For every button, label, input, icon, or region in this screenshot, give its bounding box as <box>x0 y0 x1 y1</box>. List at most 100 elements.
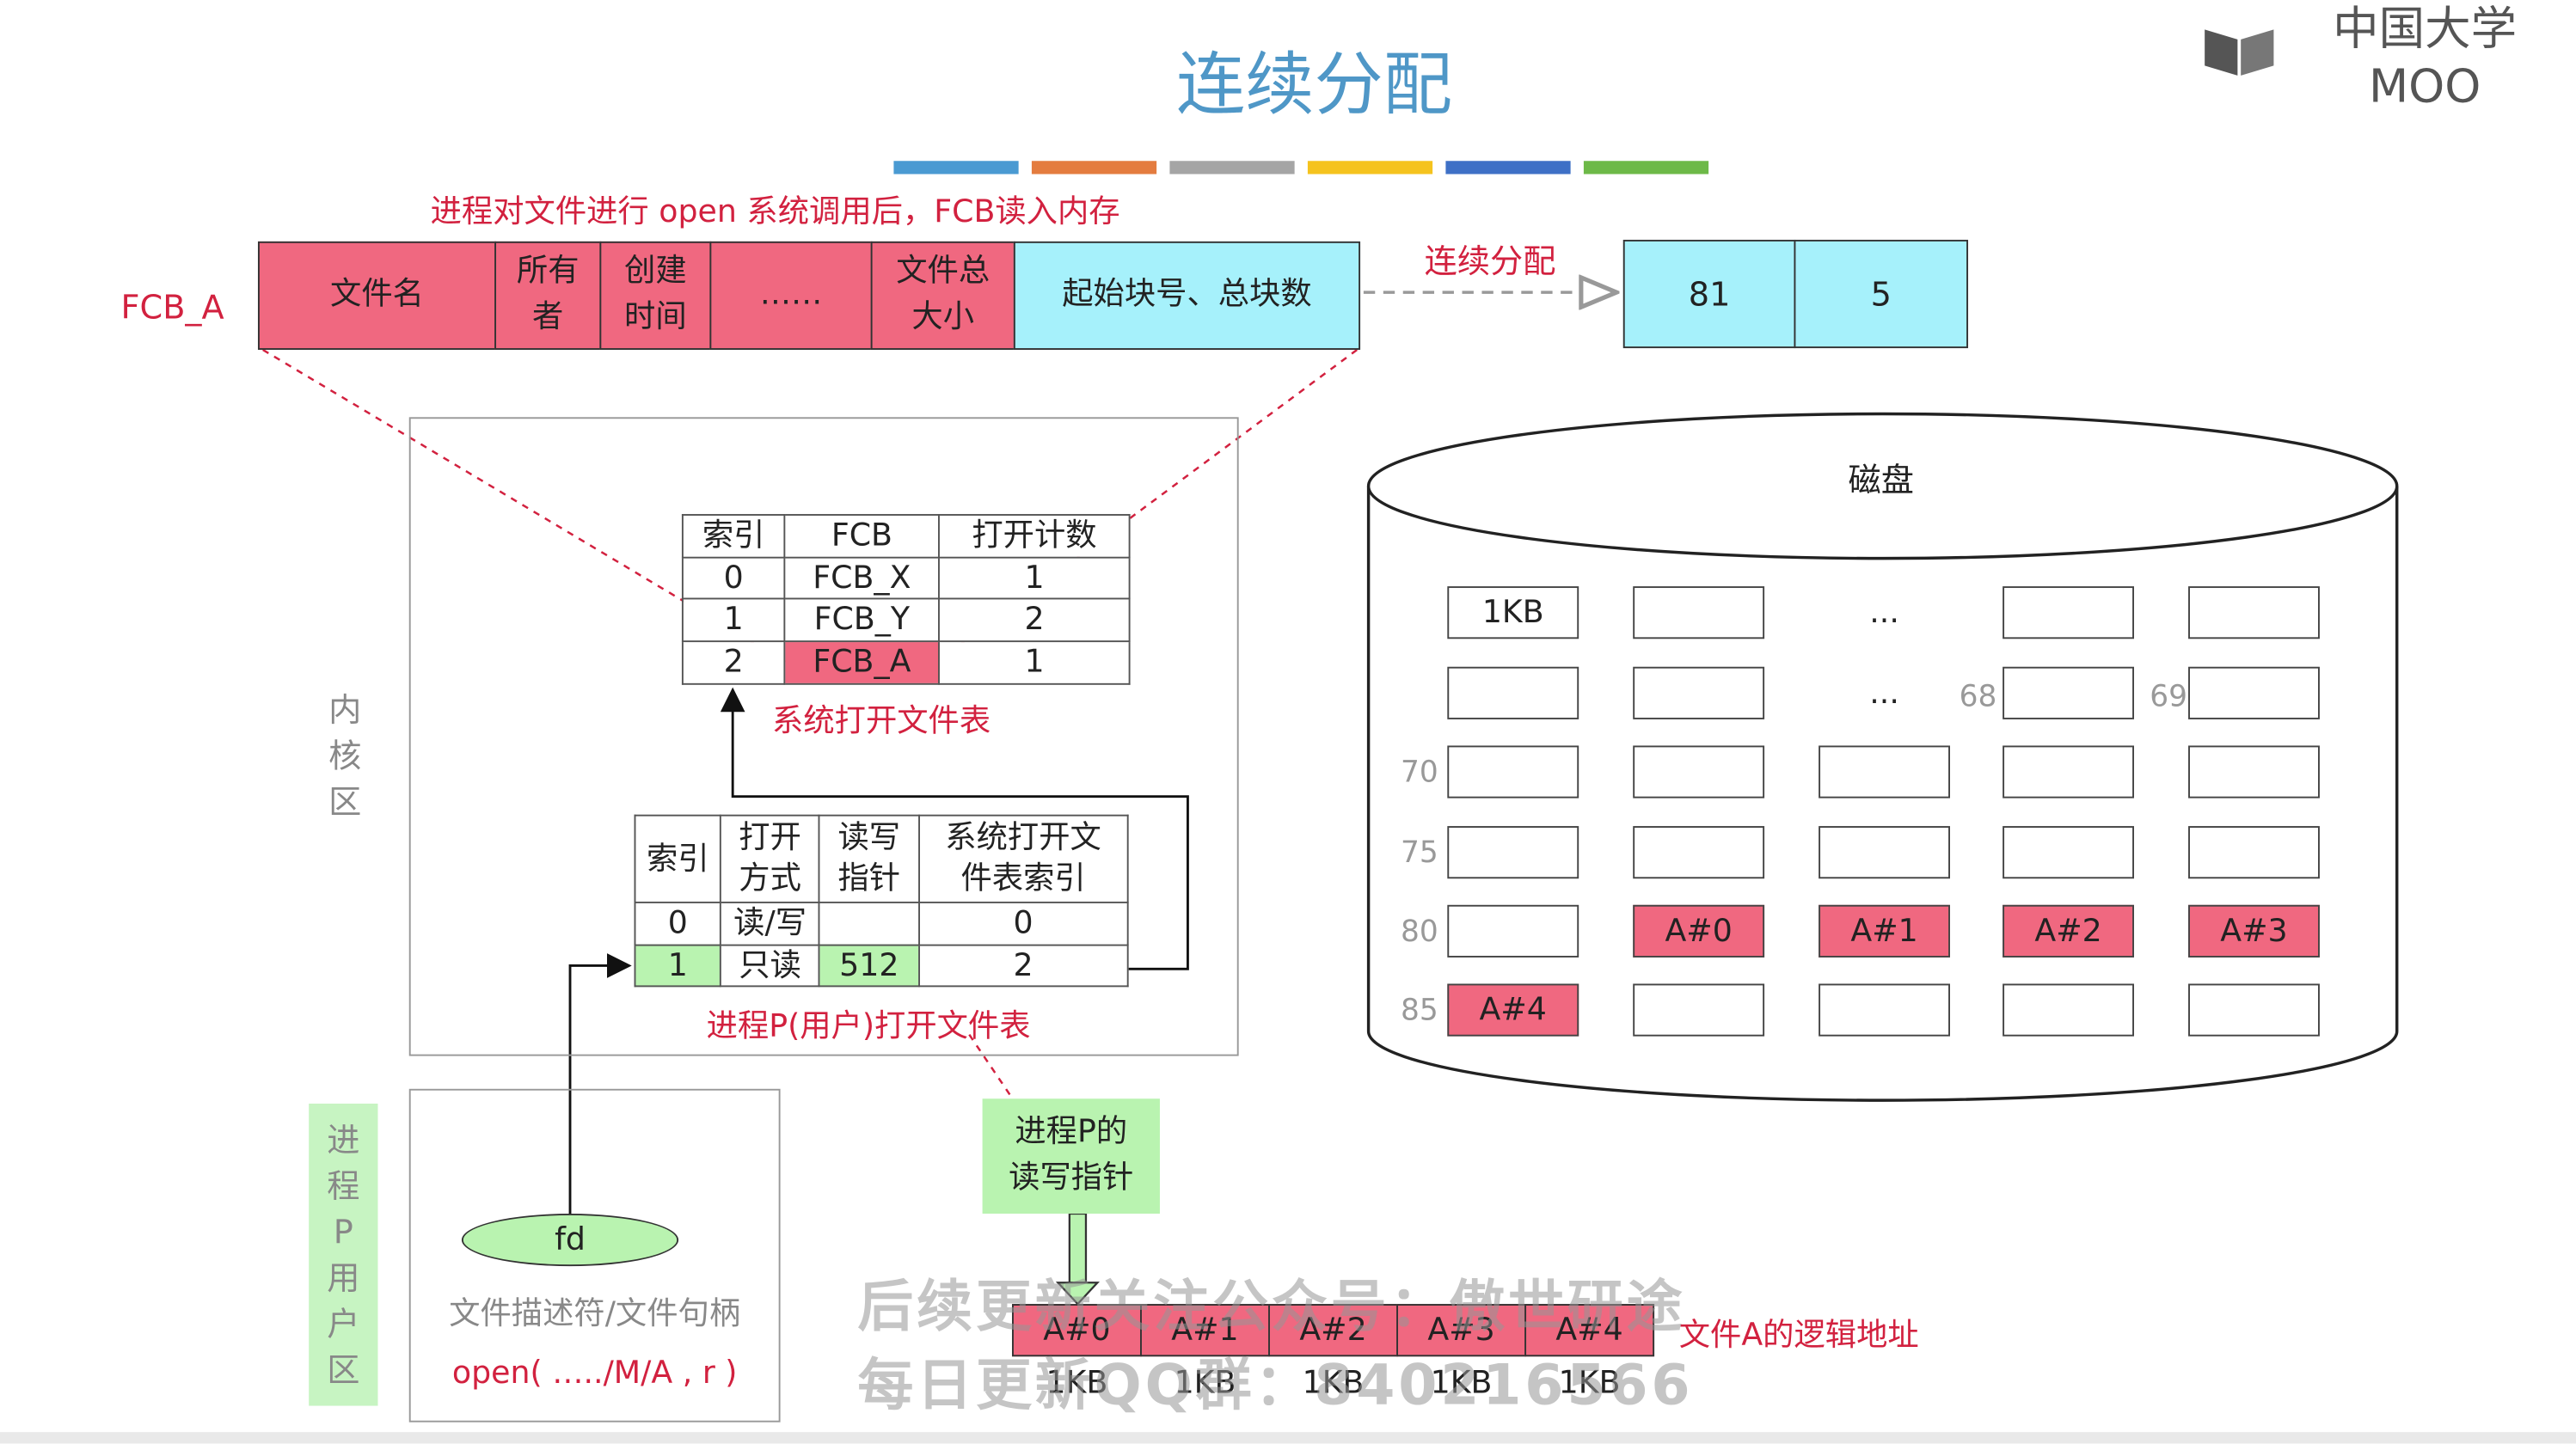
fcb-zoom-line-left <box>262 348 786 664</box>
disk-block <box>1447 904 1579 958</box>
disk-block <box>1447 826 1579 879</box>
logical-block: A#2 <box>1268 1304 1399 1357</box>
disk-number-68: 68 <box>1959 679 1997 714</box>
disk-block <box>2188 826 2320 879</box>
fcb-field: …… <box>709 241 873 350</box>
disk-title: 磁盘 <box>1848 459 1914 499</box>
disk-block <box>2188 666 2320 719</box>
disk-block <box>1633 745 1765 798</box>
logical-block-size: 1KB <box>1174 1364 1236 1401</box>
logical-block-size: 1KB <box>1430 1364 1493 1401</box>
disk-block-filled: A#1 <box>1819 904 1951 958</box>
color-bar-segment <box>1169 161 1295 174</box>
disk-row-label: 70 <box>1400 754 1438 790</box>
table-cell: FCB_Y <box>783 598 941 643</box>
table-cell: FCB_A <box>783 640 941 685</box>
table-header-row: 索引打开方式读写指针系统打开文件表索引 <box>634 814 1129 903</box>
disk-block <box>2003 826 2134 879</box>
table-cell: 读/写 <box>720 901 821 945</box>
color-bar-segment <box>1031 161 1157 174</box>
table-cell: 1 <box>938 640 1131 685</box>
logical-block-size: 1KB <box>1558 1364 1621 1401</box>
disk-ellipsis: ... <box>1869 675 1899 712</box>
table-cell: 系统打开文件表索引 <box>917 814 1129 903</box>
color-bar-segment <box>1445 161 1571 174</box>
table-cell: 读写指针 <box>819 814 920 903</box>
disk-block <box>2188 586 2320 639</box>
disk-block <box>1819 745 1951 798</box>
color-bar-segment <box>893 161 1019 174</box>
disk-block-filled: A#3 <box>2188 904 2320 958</box>
disk-block <box>2003 586 2134 639</box>
logical-address-label: 文件A的逻辑地址 <box>1678 1317 1919 1354</box>
logical-block: A#4 <box>1524 1304 1655 1357</box>
table-cell: 1 <box>681 598 786 643</box>
disk-block <box>1447 745 1579 798</box>
fd-caption: 文件描述符/文件句柄 <box>449 1294 741 1331</box>
color-bar-segment <box>1583 161 1709 174</box>
table-cell: 1 <box>938 556 1131 601</box>
disk-block <box>1633 826 1765 879</box>
table-cell: 1 <box>634 944 722 988</box>
disk-block <box>1819 983 1951 1037</box>
user-area-band <box>309 1103 378 1406</box>
mooc-logo-text: 中国大学MOO <box>2333 0 2518 113</box>
table-cell: 0 <box>917 901 1129 945</box>
table-cell: 2 <box>938 598 1131 643</box>
table-cell: 打开方式 <box>720 814 821 903</box>
page-title: 连续分配 <box>1176 43 1453 125</box>
kernel-area-label: 内核区 <box>328 689 362 822</box>
fcb-label: FCB_A <box>120 287 224 327</box>
disk-block-filled: A#4 <box>1447 983 1579 1037</box>
logical-block: A#3 <box>1396 1304 1527 1357</box>
disk-block <box>2003 983 2134 1037</box>
fcb-caption: 进程对文件进行 open 系统调用后，FCB读入内存 <box>430 193 1120 230</box>
color-bar-segment <box>1307 161 1433 174</box>
table-cell: FCB <box>783 514 941 559</box>
table-cell: FCB_X <box>783 556 941 601</box>
watermark-line-1: 后续更新关注公众号：傲世研途 <box>857 1273 1686 1340</box>
table-cell <box>819 901 920 945</box>
user-area-box <box>408 1088 781 1423</box>
disk-row-label: 80 <box>1400 914 1438 949</box>
logical-block: A#1 <box>1140 1304 1270 1357</box>
fcb-field: 文件名 <box>257 241 497 350</box>
table-cell: 索引 <box>681 514 786 559</box>
fcb-field: 起始块号、总块数 <box>1013 241 1361 350</box>
table-cell: 2 <box>917 944 1129 988</box>
kernel-area-box <box>408 417 1239 1056</box>
disk-row-label: 75 <box>1400 835 1438 870</box>
process-to-system-arrow <box>720 687 1189 970</box>
start-block-cell: 81 <box>1622 239 1796 349</box>
block-count-cell: 5 <box>1794 239 1969 349</box>
logical-block-size: 1KB <box>1046 1364 1108 1401</box>
system-table-caption: 系统打开文件表 <box>772 702 991 739</box>
fd-ellipse: fd <box>461 1214 679 1267</box>
fd-to-table-arrow <box>568 953 632 1215</box>
rw-pointer-label: 进程P的读写指针 <box>982 1098 1160 1215</box>
disk-block: 1KB <box>1447 586 1579 639</box>
fcb-field: 文件总大小 <box>870 241 1015 350</box>
bottom-edge-strip <box>0 1432 2576 1444</box>
contiguous-label: 连续分配 <box>1424 240 1556 280</box>
disk-block <box>2188 983 2320 1037</box>
fcb-field: 创建时间 <box>599 241 712 350</box>
table-cell: 2 <box>681 640 786 685</box>
disk-block <box>1633 983 1765 1037</box>
disk-cylinder-top <box>1366 412 2399 560</box>
disk-block-filled: A#0 <box>1633 904 1765 958</box>
fcb-field: 所有者 <box>494 241 602 350</box>
mooc-book-icon <box>2201 23 2277 79</box>
table-cell: 0 <box>681 556 786 601</box>
table-cell: 512 <box>819 944 920 988</box>
rw-pointer-head <box>1055 1282 1100 1306</box>
disk-number-69: 69 <box>2150 679 2188 714</box>
